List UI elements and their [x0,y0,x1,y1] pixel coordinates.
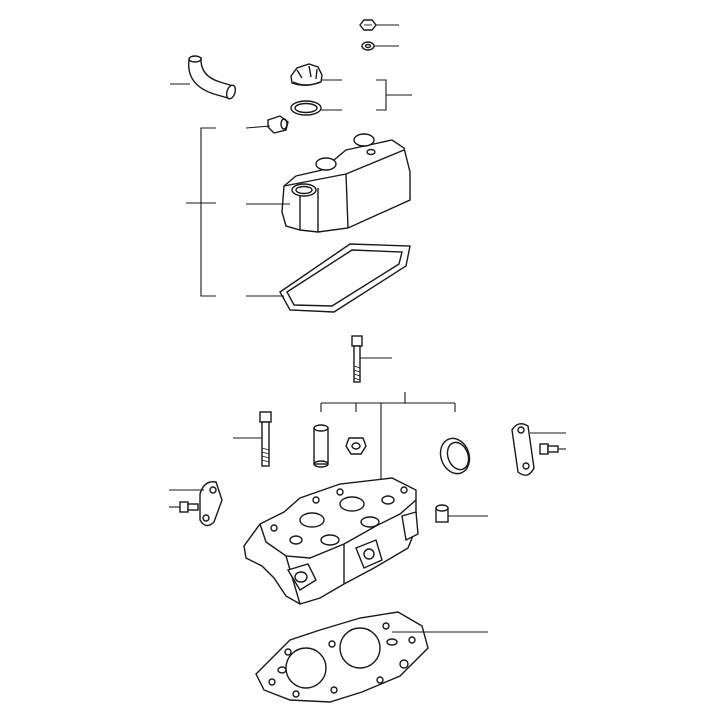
rocker-cover-gasket [246,243,411,313]
plug-nut [345,437,367,455]
cover-washer [361,41,399,51]
cap-o-ring [290,100,342,116]
lifting-eye-bolt-right [539,443,566,455]
rocker-cover [246,133,411,233]
head-bolt-long [233,411,272,467]
cap-group-bracket [376,79,412,111]
oil-filler-cap [290,63,342,86]
breather-hose [170,55,237,100]
lifting-eye-bolt-left [169,501,199,513]
breather-fitting [245,115,289,134]
cover-nut [359,19,399,31]
head-bolt-short [351,335,392,383]
cylinder-head [243,477,419,605]
small-parts-bracket [320,392,456,482]
valve-stem-seal [435,504,488,523]
lifting-eye-front [511,423,566,476]
dowel-sleeve [313,424,329,468]
core-plug [439,437,471,475]
lifting-eye-rear [169,481,223,527]
rocker-cover-bracket [186,127,216,297]
head-gasket [255,611,488,703]
